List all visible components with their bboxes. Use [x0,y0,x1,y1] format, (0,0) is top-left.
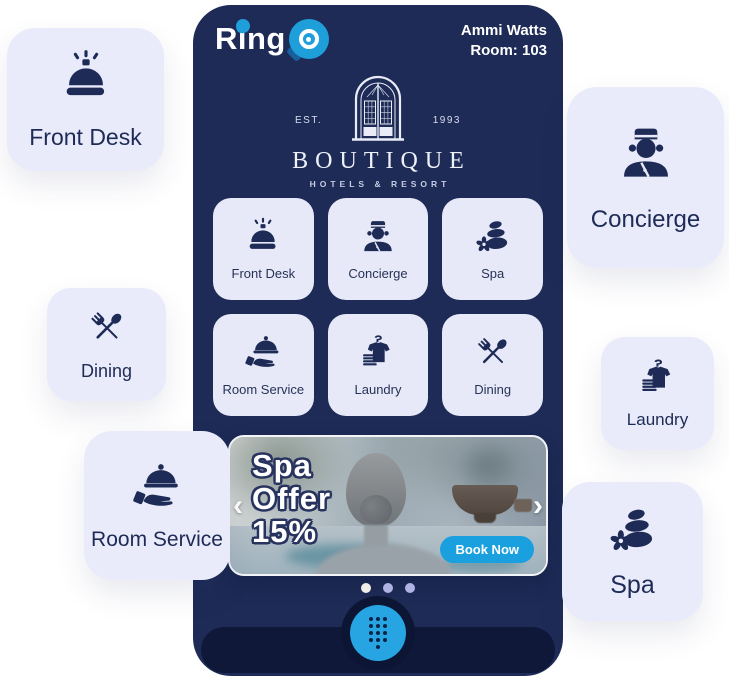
hotel-tagline: HOTELS & RESORT [309,179,451,189]
spa-stones-icon [606,504,660,558]
laundry-icon [358,333,398,373]
banner-art-shape [456,441,520,491]
service-tile-concierge[interactable]: Concierge [327,198,429,300]
service-tile-dining[interactable]: Dining [442,314,543,416]
carousel-dot[interactable] [361,583,371,593]
hotel-year-label: 1993 [432,115,461,126]
bubble-q-dot [306,36,312,42]
room-service-icon [243,333,283,373]
service-tile-room-service[interactable]: Room Service [213,314,314,416]
spa-stones-icon [473,217,513,257]
ringq-logo: Ring [215,17,329,63]
banner-art-shape [230,437,355,522]
bell-icon [57,49,115,107]
banner-title-line: Offer [252,481,332,516]
dining-icon [473,333,513,373]
service-tile-label: Concierge [348,266,408,281]
ringq-logo-text: Ring [215,21,286,56]
service-tile-laundry[interactable]: Laundry [327,314,429,416]
concierge-icon [358,217,398,257]
service-tile-label: Dining [474,382,512,397]
chevron-left-icon[interactable]: ‹ [233,488,243,522]
laundry-icon [637,357,679,399]
service-tile-spa[interactable]: Spa [442,198,543,300]
hotel-est-label: EST. [295,115,323,126]
phone-header: Ring Ammi Watts Room: 103 [193,5,563,75]
book-now-button[interactable]: Book Now [440,536,534,563]
floating-card-front-desk[interactable]: Front Desk [7,28,164,171]
service-tile-label: Room Service [222,382,305,397]
banner-title-line: Spa [252,448,312,483]
service-tile-front-desk[interactable]: Front Desk [213,198,314,300]
dial-button-circle [350,605,406,661]
chevron-right-icon[interactable]: › [533,488,543,522]
guest-room: Room: 103 [470,42,547,59]
phone-app: Ring Ammi Watts Room: 103 EST. 1993 [193,5,563,676]
floating-card-label: Front Desk [29,123,142,150]
bell-icon [243,217,283,257]
floating-card-room-service[interactable]: Room Service [84,431,230,580]
banner-art-shape [364,525,388,547]
floating-card-label: Room Service [91,527,223,551]
floating-card-label: Spa [610,570,655,599]
floating-card-spa[interactable]: Spa [562,482,703,621]
service-tile-label: Front Desk [231,266,296,281]
bubble-q-ring [298,29,319,49]
floating-card-dining[interactable]: Dining [47,288,166,401]
hotel-logo: EST. 1993 BOUTIQUE HOTELS & RESORT [193,71,563,189]
banner-art-shape [452,485,518,515]
dial-button[interactable] [341,596,415,670]
carousel-dots [228,583,548,593]
service-tile-label: Spa [481,266,505,281]
banner-art-shape [360,495,392,525]
dialpad-icon [368,616,388,650]
floating-card-label: Laundry [626,410,689,429]
carousel-dot[interactable] [405,583,415,593]
floating-card-label: Dining [80,361,133,381]
floating-card-label: Concierge [590,205,701,233]
hotel-name: BOUTIQUE [292,148,471,174]
ringq-bubble-icon [285,19,329,63]
guest-name: Ammi Watts [460,22,547,39]
room-service-icon [130,460,184,514]
floating-card-concierge[interactable]: Concierge [567,87,724,268]
hotel-logo-door-row: EST. 1993 [293,71,463,145]
banner-title-line: 15% [252,514,318,549]
service-tile-label: Laundry [354,382,402,397]
carousel-dot[interactable] [383,583,393,593]
guest-info: Ammi Watts Room: 103 [461,21,547,61]
dining-icon [86,307,128,349]
banner-art-shape [514,499,532,512]
floating-card-laundry[interactable]: Laundry [601,337,714,450]
banner-art-shape [474,513,496,523]
boutique-door-icon [347,71,409,145]
concierge-icon [614,122,678,186]
